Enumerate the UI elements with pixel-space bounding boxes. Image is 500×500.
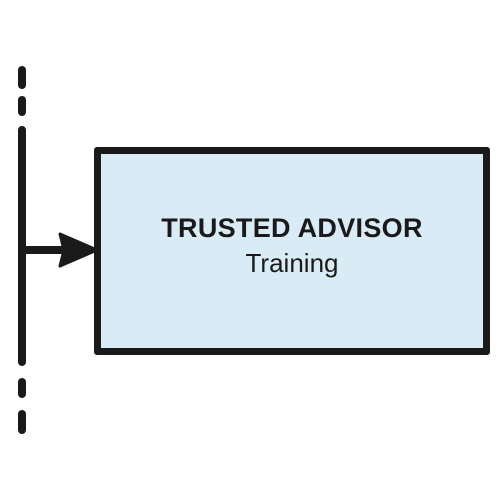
node-subtitle: Training xyxy=(245,248,339,278)
node-title: TRUSTED ADVISOR xyxy=(161,213,423,243)
arrow-head xyxy=(58,232,99,268)
trusted-advisor-node: TRUSTED ADVISOR Training xyxy=(94,147,490,355)
